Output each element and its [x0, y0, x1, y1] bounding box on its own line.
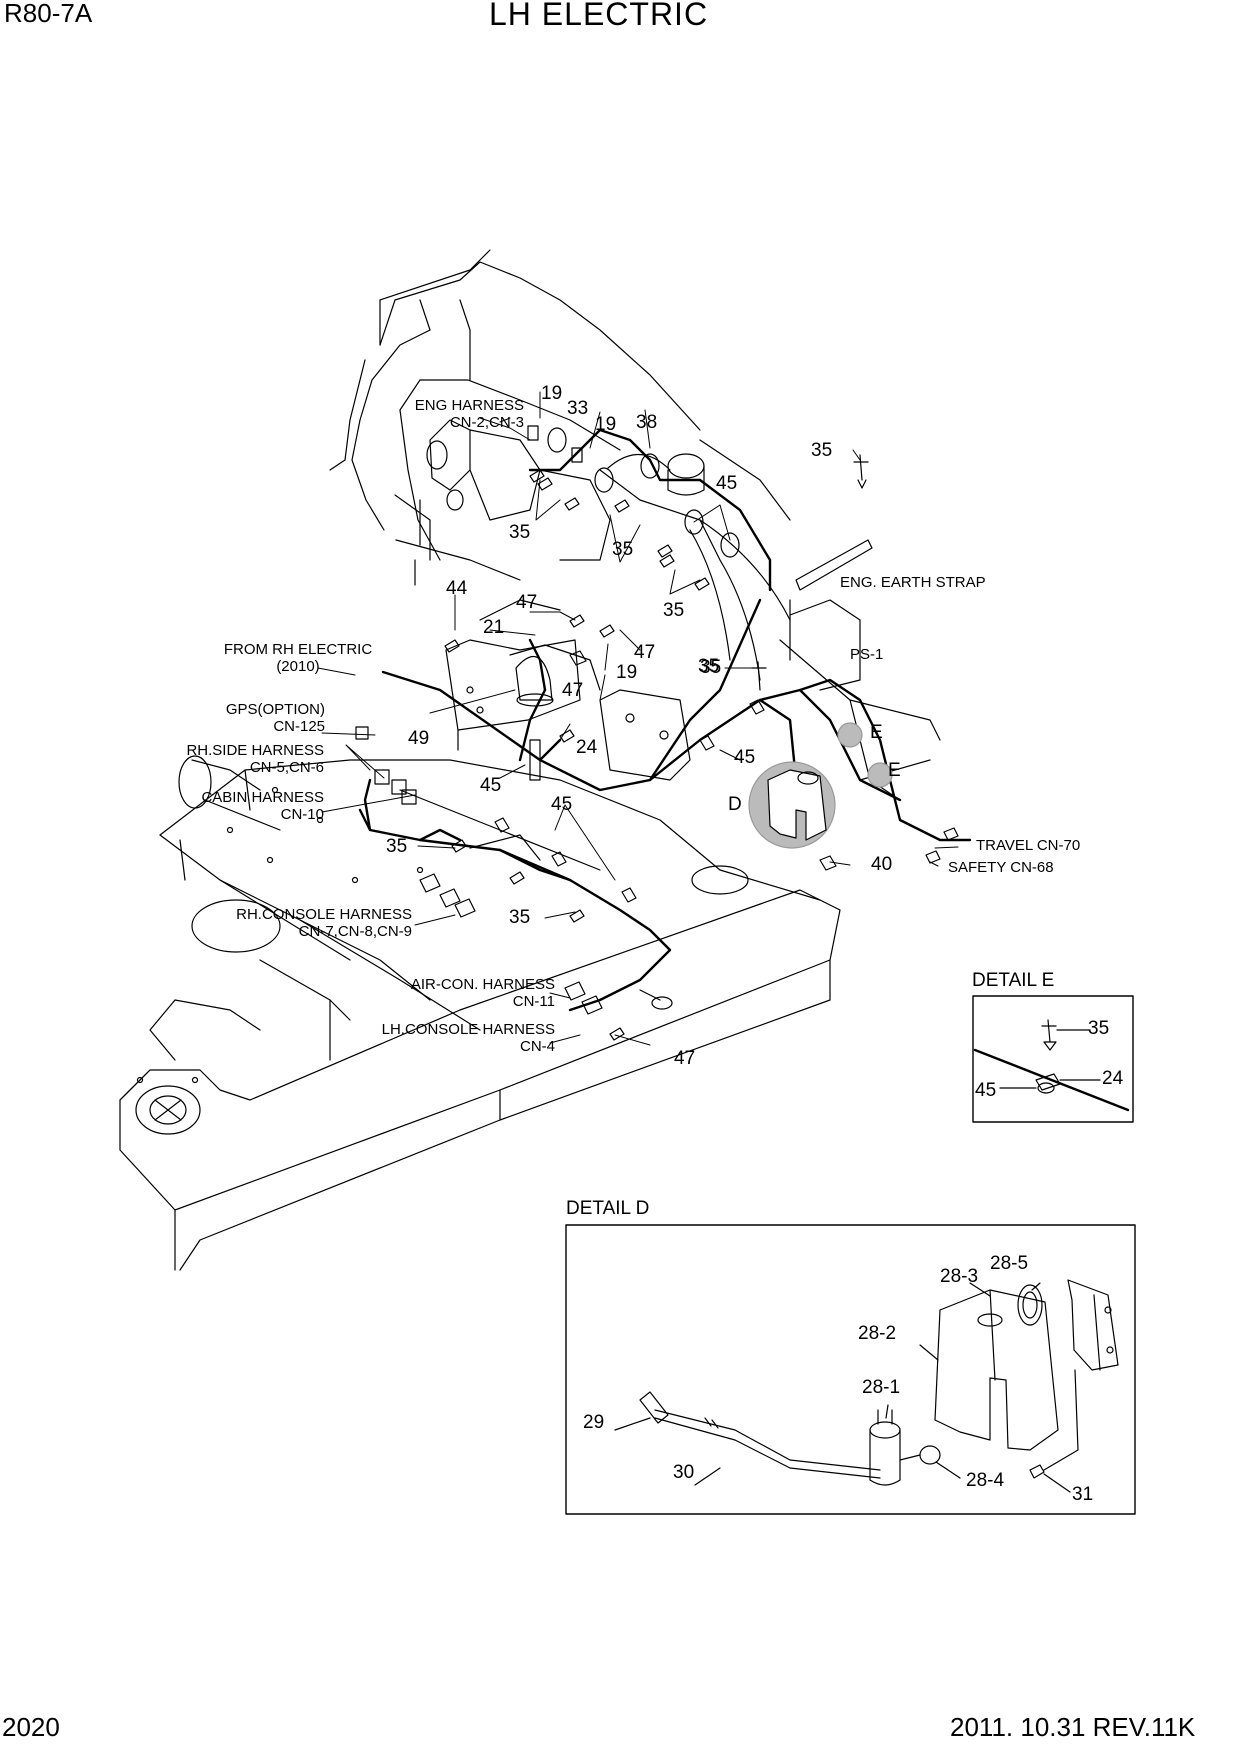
- callout-35: 35: [663, 600, 685, 621]
- detail-d-drawing: [566, 1225, 1135, 1514]
- detail-e-callout-24: 24: [1102, 1068, 1124, 1089]
- hardware-parts: [356, 426, 958, 1040]
- detail-d-callout-30: 30: [673, 1462, 695, 1483]
- callout-35: 35: [811, 440, 833, 461]
- callout-35: 35: [386, 836, 408, 857]
- from-rh-electric-label: FROM RH ELECTRIC(2010): [223, 641, 373, 675]
- ps1-label: PS-1: [850, 646, 884, 663]
- callout-45: 45: [734, 747, 756, 768]
- callout-45: 45: [716, 473, 738, 494]
- safety-connector-label: SAFETY CN-68: [948, 859, 1054, 876]
- detail-d-marker: D: [728, 794, 742, 815]
- page-number: 2020: [2, 1712, 60, 1742]
- callout-35: 35: [509, 907, 531, 928]
- callout-45: 45: [551, 794, 573, 815]
- detail-d-callout-28-3: 28-3: [940, 1266, 979, 1287]
- detail-e-drawing: [973, 996, 1133, 1122]
- callout-47: 47: [674, 1048, 696, 1069]
- callout-38: 38: [636, 412, 658, 433]
- detail-d-callout-28-4: 28-4: [966, 1470, 1005, 1491]
- detail-e-title: DETAIL E: [972, 970, 1055, 991]
- engine-outline: [330, 250, 790, 680]
- frame-plate: [600, 600, 940, 800]
- detail-e-callout-45: 45: [975, 1080, 997, 1101]
- gps-option-label: GPS(OPTION)CN-125: [225, 701, 325, 735]
- callout-24: 24: [576, 737, 598, 758]
- callout-44: 44: [446, 578, 468, 599]
- detail-d-callout-28-1: 28-1: [862, 1377, 901, 1398]
- callout-35: 35: [698, 656, 720, 677]
- callout-35: 35: [509, 522, 531, 543]
- detail-d-callout-29: 29: [583, 1412, 605, 1433]
- travel-connector-label: TRAVEL CN-70: [976, 837, 1081, 854]
- callout-49: 49: [408, 728, 430, 749]
- callout-35: 35: [612, 539, 634, 560]
- revision-date: 2011. 10.31 REV.11K: [950, 1712, 1196, 1742]
- detail-e-marker-1: E: [870, 722, 883, 743]
- detail-e-callout-35: 35: [1088, 1018, 1110, 1039]
- callout-40: 40: [871, 854, 893, 875]
- callout-19: 19: [595, 414, 617, 435]
- eng-earth-strap-label: ENG. EARTH STRAP: [840, 574, 986, 591]
- detail-d-callout-31: 31: [1072, 1484, 1094, 1505]
- callout-47: 47: [516, 592, 538, 613]
- page-title: LH ELECTRIC: [489, 0, 709, 32]
- callout-47: 47: [634, 642, 656, 663]
- callout-45: 45: [480, 775, 502, 796]
- leader-lines: [318, 392, 958, 1045]
- detail-e-marker-2: E: [888, 760, 901, 781]
- detail-d-callout-28-5: 28-5: [990, 1253, 1029, 1274]
- routing-guides: [480, 600, 600, 690]
- wiring-harness: [360, 430, 970, 1010]
- detail-d-title: DETAIL D: [566, 1198, 650, 1219]
- frame-beam: [120, 890, 840, 1270]
- model-code: R80-7A: [4, 0, 93, 28]
- callout-19: 19: [541, 383, 563, 404]
- callout-33: 33: [567, 398, 589, 419]
- callout-47: 47: [562, 680, 584, 701]
- callout-21: 21: [483, 617, 505, 638]
- washer-tank-location: [749, 723, 892, 848]
- engine-mount-plate: [446, 640, 580, 750]
- detail-d-callout-28-2: 28-2: [858, 1323, 897, 1344]
- callout-19: 19: [616, 662, 638, 683]
- callout-35: 35: [700, 657, 722, 678]
- upper-frame-deck: [150, 756, 820, 1060]
